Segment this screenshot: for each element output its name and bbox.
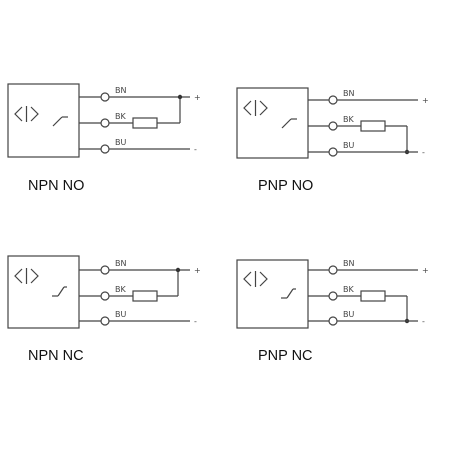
load-resistor — [132, 117, 158, 129]
load-resistor — [360, 290, 386, 302]
terminal-bu — [100, 144, 110, 154]
wire-label-bn: BN — [115, 86, 126, 95]
terminal-bn — [100, 92, 110, 102]
no-switch-symbol — [281, 118, 297, 129]
caption: PNP NC — [258, 348, 313, 364]
diagram-npn-nc: BN BK BU + - NPN NC — [7, 255, 201, 364]
terminal-bk — [328, 291, 338, 301]
junction-dot — [175, 267, 181, 273]
sensor-symbol-icon — [243, 100, 268, 116]
caption: PNP NO — [258, 178, 313, 194]
nc-switch-symbol — [52, 286, 67, 297]
wire-label-bn: BN — [343, 89, 354, 98]
diagram-pnp-no: BN BK BU + - PNP NO — [236, 87, 429, 194]
wire-label-bk: BK — [115, 112, 126, 121]
supply-plus: + — [194, 266, 201, 275]
wire-label-bu: BU — [115, 310, 126, 319]
wire-label-bu: BU — [343, 310, 354, 319]
terminal-bu — [100, 316, 110, 326]
wire-label-bu: BU — [343, 141, 354, 150]
terminal-bk — [328, 121, 338, 131]
junction-dot — [177, 94, 183, 100]
wire-label-bn: BN — [115, 259, 126, 268]
terminal-bk — [100, 118, 110, 128]
supply-plus: + — [422, 96, 429, 105]
sensor-body — [236, 87, 309, 159]
sensor-symbol-icon — [243, 271, 268, 287]
terminal-bn — [328, 95, 338, 105]
diagram-npn-no: BN BK BU + - NPN NO — [7, 83, 201, 194]
terminal-bu — [328, 147, 338, 157]
caption: NPN NO — [28, 178, 84, 194]
wire-label-bu: BU — [115, 138, 126, 147]
nc-switch-symbol — [281, 288, 296, 299]
terminal-bk — [100, 291, 110, 301]
sensor-body — [7, 83, 80, 158]
sensor-symbol-icon — [14, 106, 39, 122]
supply-minus: - — [422, 148, 425, 157]
wire-label-bk: BK — [343, 285, 354, 294]
supply-minus: - — [422, 317, 425, 326]
diagram-pnp-nc: BN BK BU + - PNP NC — [236, 259, 429, 364]
no-switch-symbol — [52, 116, 68, 127]
supply-minus: - — [194, 317, 197, 326]
supply-plus: + — [422, 266, 429, 275]
terminal-bu — [328, 316, 338, 326]
sensor-body — [7, 255, 80, 329]
terminal-bn — [100, 265, 110, 275]
terminal-bn — [328, 265, 338, 275]
sensor-symbol-icon — [14, 268, 39, 284]
supply-plus: + — [194, 93, 201, 102]
supply-minus: - — [194, 145, 197, 154]
wire-label-bk: BK — [343, 115, 354, 124]
sensor-body — [236, 259, 309, 329]
load-resistor — [360, 120, 386, 132]
caption: NPN NC — [28, 348, 84, 364]
wire-label-bn: BN — [343, 259, 354, 268]
wire-label-bk: BK — [115, 285, 126, 294]
load-resistor — [132, 290, 158, 302]
